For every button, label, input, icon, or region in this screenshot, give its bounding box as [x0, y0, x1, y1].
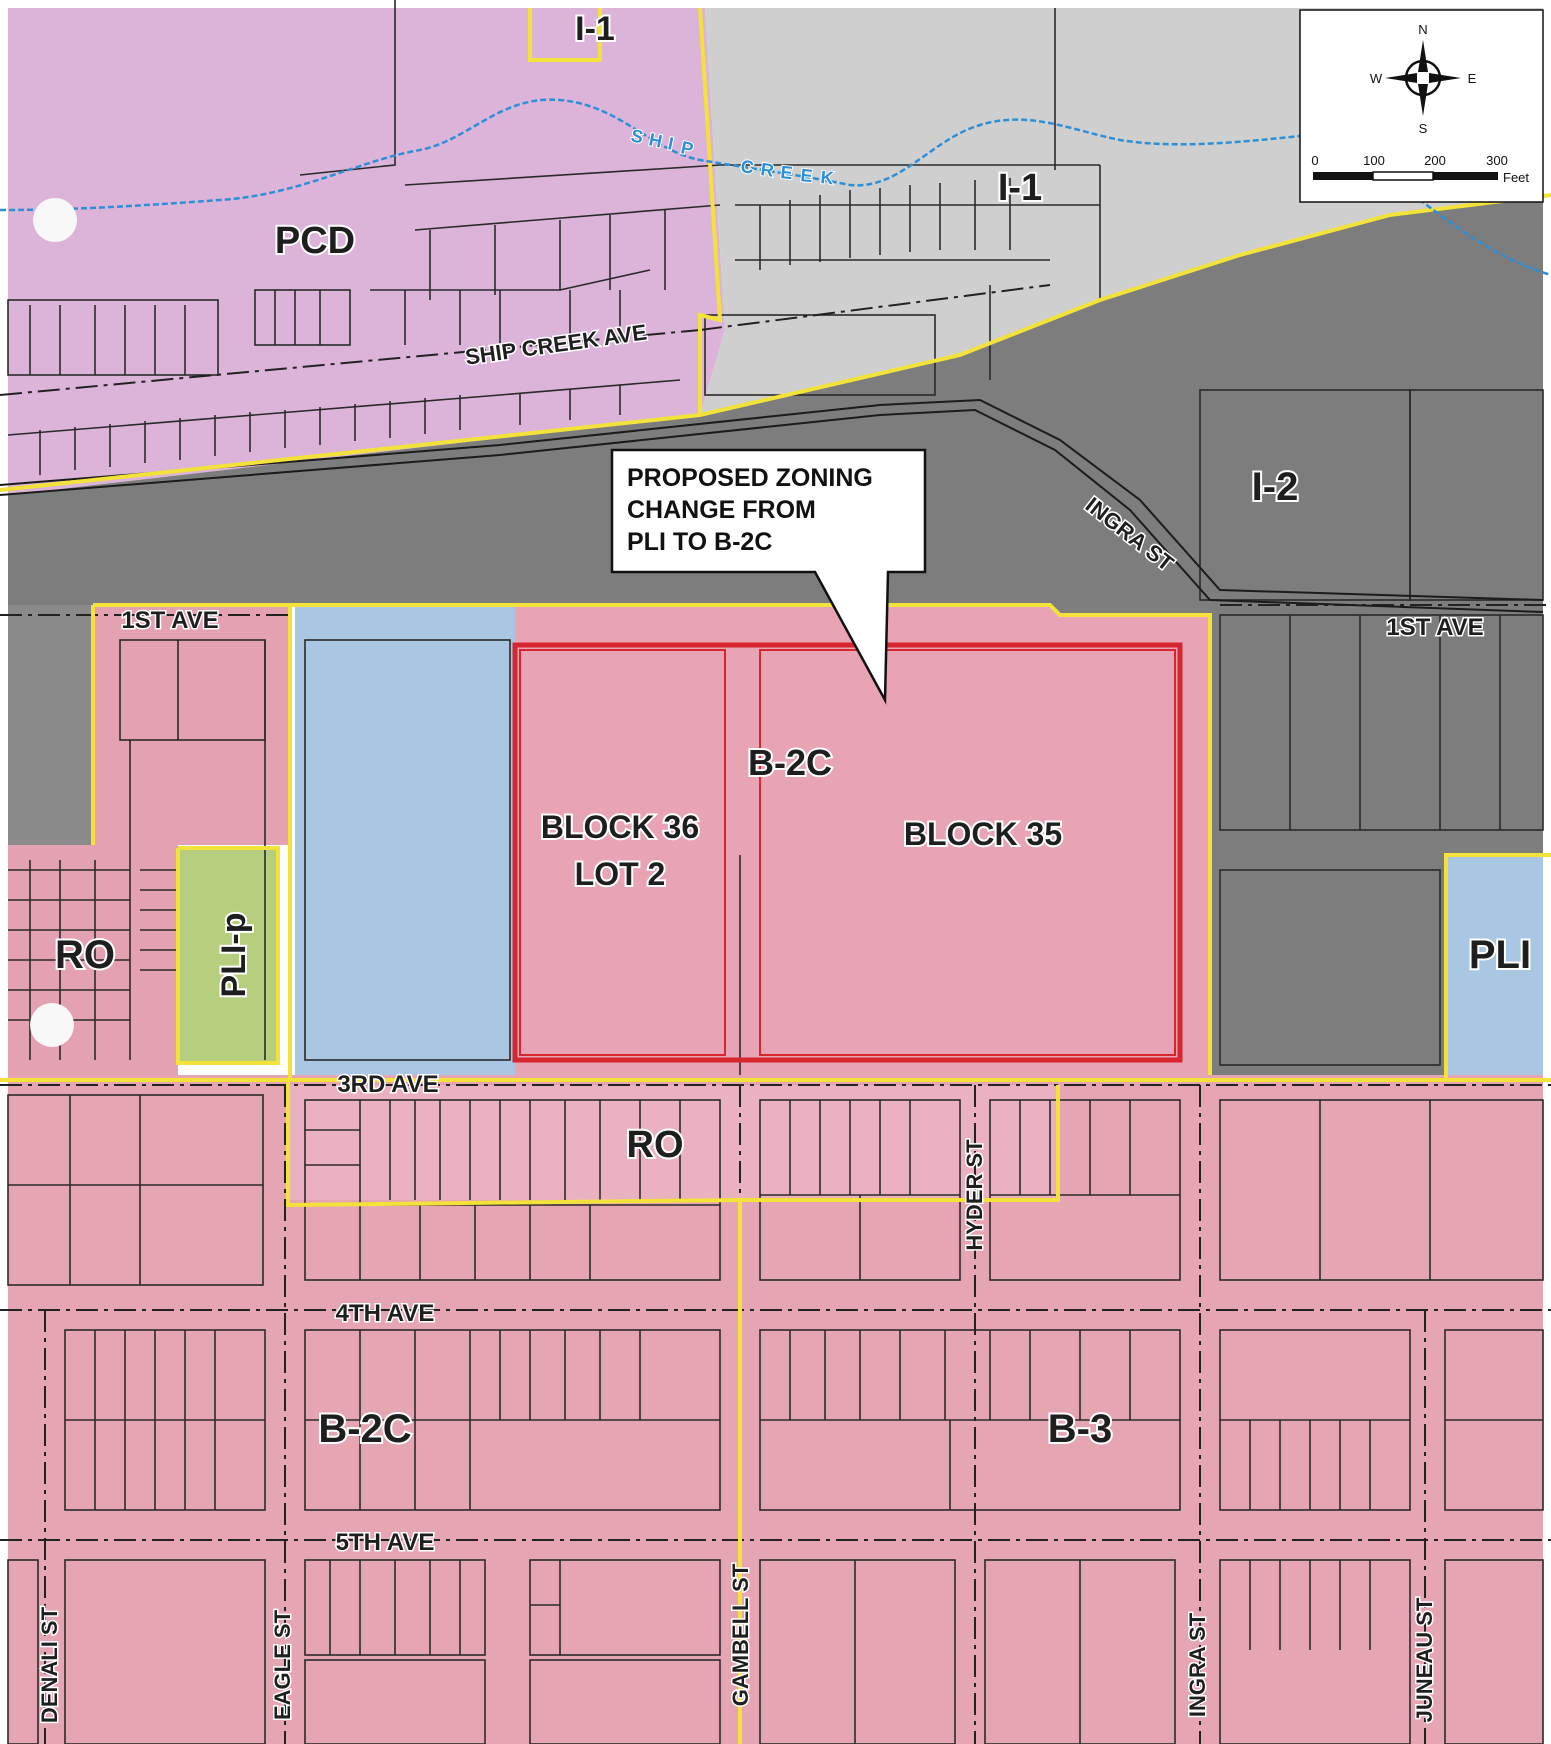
scale-tick-100: 100: [1363, 153, 1385, 168]
street-label-1st-ave-east: 1ST AVE: [1386, 614, 1483, 641]
street-label-3rd-ave: 3RD AVE: [337, 1071, 438, 1098]
creek-letter: K: [820, 167, 835, 188]
callout-line-2: CHANGE FROM: [627, 496, 816, 524]
street-label-eagle-st: EAGLE ST: [270, 1609, 295, 1720]
lot-lines: [7, 0, 1544, 1744]
callout-line-3: PLI TO B-2C: [627, 528, 772, 556]
zone-area-pcd: [8, 8, 725, 495]
block36-label-line2: LOT 2: [575, 856, 666, 892]
zone-label-b2c-proposed: B-2C: [748, 742, 832, 783]
creek-letter: S: [629, 125, 645, 147]
creek-letter: C: [739, 156, 755, 178]
street-label-juneau-st: JUNEAU ST: [1412, 1597, 1437, 1722]
block-row-4th-5th: [64, 1329, 1544, 1511]
zone-area-west-gray: [8, 605, 93, 845]
block36-label-line1: BLOCK 36: [541, 809, 699, 845]
zone-area-pli-west: [295, 605, 515, 1075]
proposed-area-outline: [512, 642, 1183, 1063]
compass-w: W: [1370, 71, 1383, 86]
proposed-change-callout: PROPOSED ZONING CHANGE FROM PLI TO B-2C: [610, 448, 927, 705]
street-label-1st-ave-west: 1ST AVE: [121, 607, 218, 634]
scale-bar: 0 100 200 300 Feet: [1311, 153, 1529, 185]
zone-label-i1-top: I-1: [575, 10, 615, 48]
scale-tick-300: 300: [1486, 153, 1508, 168]
zone-label-pcd: PCD: [275, 220, 355, 262]
callout-line-1: PROPOSED ZONING: [627, 464, 873, 492]
zone-area-gray-notch: [1050, 565, 1210, 615]
zone-area-pli-east: [1446, 855, 1543, 1075]
zone-area-plip: [178, 848, 278, 1063]
callout-box: [610, 448, 927, 705]
zone-label-b3: B-3: [1048, 1407, 1112, 1451]
creek-letter: E: [800, 165, 814, 186]
zone-area-i2: [8, 195, 1543, 1075]
zone-label-i2: I-2: [1252, 465, 1299, 509]
block-row-3rd-4th: [7, 1094, 1544, 1286]
scale-unit: Feet: [1503, 170, 1529, 185]
compass-n: N: [1418, 22, 1427, 37]
railroad: [0, 398, 1544, 613]
street-label-denali-st: DENALI ST: [37, 1606, 62, 1723]
zone-labels: I-1 PCD I-1 I-2 B-2C RO PLI-p PLI RO B-2…: [53, 8, 1533, 1453]
pcd-lots: [7, 0, 1100, 475]
zone-label-plip: PLI-p: [215, 913, 253, 998]
zone-area-ro-south: [288, 1085, 1058, 1200]
creek-label: S H I P C R E E K: [628, 124, 835, 189]
zone-label-ro-west: RO: [55, 933, 115, 977]
zone-area-proposed: [515, 605, 1210, 1075]
i1-lots: [704, 8, 1101, 396]
creek-letter: I: [666, 133, 675, 154]
punch-hole-top: [33, 198, 77, 242]
creek-letter: R: [759, 159, 775, 181]
zone-boundaries: [0, 7, 1551, 1744]
zone-label-b2c-south: B-2C: [318, 1407, 411, 1451]
block-row-5th-south: [7, 1559, 1544, 1744]
street-label-hyder-st: HYDER ST: [962, 1139, 987, 1251]
compass-s: S: [1419, 121, 1428, 136]
zone-fills: [8, 8, 1543, 1744]
zone-label-i1: I-1: [998, 167, 1042, 209]
block35-label: BLOCK 35: [904, 816, 1062, 852]
street-label-5th-ave: 5TH AVE: [336, 1529, 435, 1556]
punch-hole-bottom: [30, 1003, 74, 1047]
street-label-4th-ave: 4TH AVE: [336, 1300, 435, 1327]
zone-label-ro-south: RO: [627, 1124, 684, 1166]
proposed-area-inner-east: [759, 649, 1176, 1056]
proposed-area-inner: [519, 649, 726, 1056]
zone-area-b2c-west: [93, 605, 288, 845]
compass-e: E: [1468, 71, 1477, 86]
zone-label-pli: PLI: [1469, 933, 1531, 977]
street-label-ingra-st: INGRA ST: [1185, 1612, 1210, 1717]
i2-lots: [1199, 389, 1544, 1066]
legend-box: N S W E 0 100 200 300 Feet: [1299, 9, 1544, 203]
creek-letter: E: [780, 162, 794, 183]
legend-frame: [1299, 9, 1544, 203]
parcel-labels: BLOCK 36 LOT 2 BLOCK 35: [539, 807, 1064, 894]
street-label-gambell-st: GAMBELL ST: [728, 1563, 753, 1706]
scale-tick-200: 200: [1424, 153, 1446, 168]
creek-letter: H: [647, 129, 664, 151]
north-arrow-icon: [1385, 40, 1461, 116]
creek-letter: P: [679, 137, 695, 159]
scale-tick-0: 0: [1311, 153, 1318, 168]
